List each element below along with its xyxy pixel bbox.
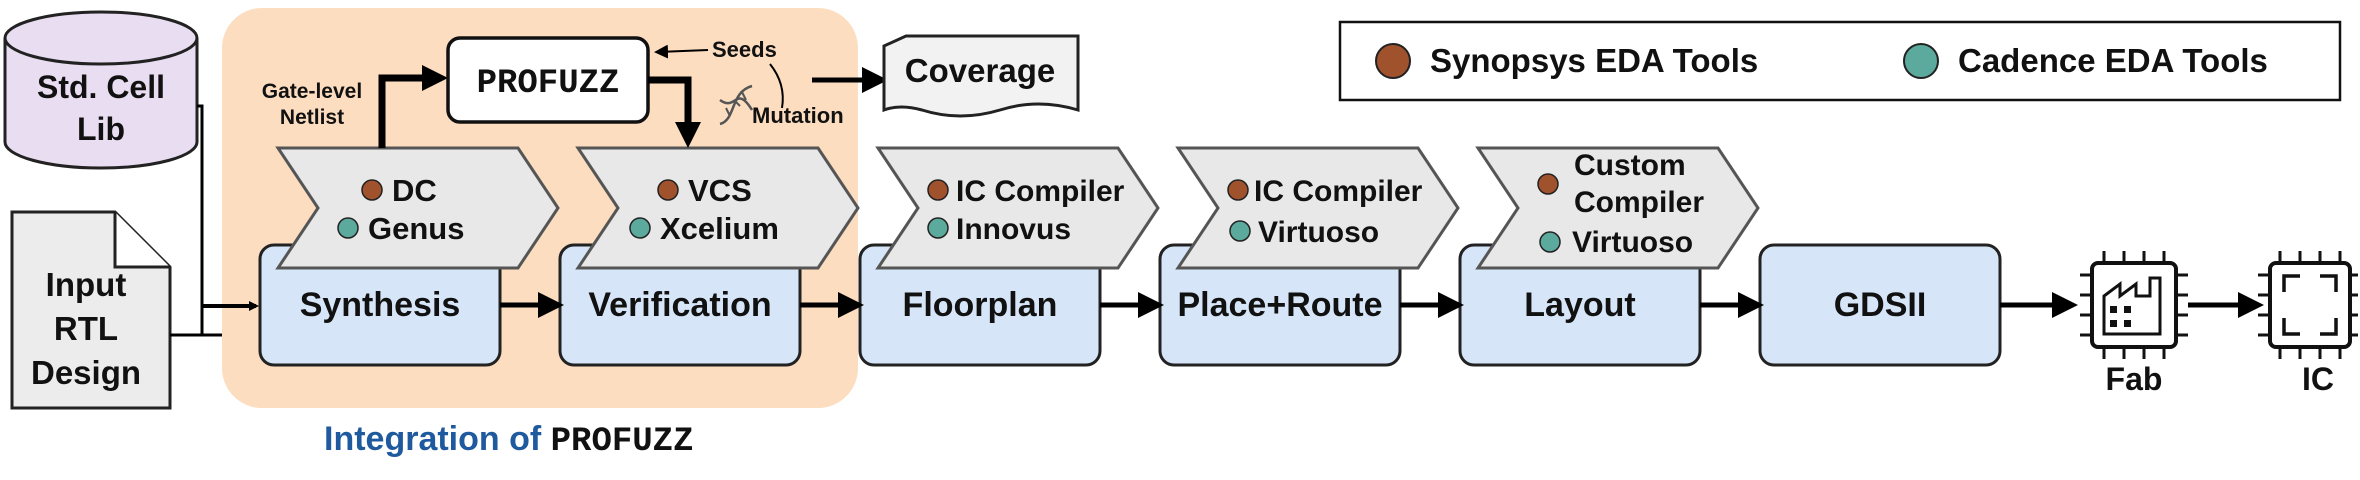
stage-gdsii: GDSII [1758, 243, 2002, 367]
mutation-label: Mutation [752, 103, 844, 128]
fab-icon [2080, 251, 2188, 359]
cadence-tool: Genus [368, 211, 464, 246]
coverage-document: Coverage [882, 34, 1080, 118]
stage-label: Place+Route [1177, 286, 1382, 324]
tool-chevron-verification: VCS Xcelium [575, 146, 860, 270]
tool-chevron-synthesis: DC Genus [275, 146, 560, 270]
ic-label: IC [2302, 361, 2334, 397]
synopsys-dot-icon [1227, 179, 1249, 201]
synopsys-dot-icon [927, 179, 949, 201]
verification-arrow [648, 76, 701, 148]
ic-chip-icon [2258, 251, 2358, 359]
profuzz-loop: Gate-level Netlist PROFUZZ Seeds Mutatio… [262, 34, 1080, 148]
std-cell-lib-line1: Std. Cell [37, 69, 165, 105]
cadence-tool: Xcelium [660, 211, 779, 246]
std-cell-lib-line2: Lib [77, 111, 125, 147]
cadence-dot-icon [1903, 43, 1939, 79]
mutation-connector [769, 63, 784, 109]
stage-label: GDSII [1834, 286, 1927, 324]
synopsys-tool: IC Compiler [1254, 175, 1423, 208]
stage-place-route: Place+Route [1158, 243, 1402, 367]
cadence-dot-icon [927, 217, 949, 239]
synopsys-tool: IC Compiler [956, 175, 1125, 208]
stage-label: Layout [1524, 286, 1635, 324]
cadence-dot-icon [1539, 231, 1561, 253]
tool-chevron-layout: Custom Compiler Virtuoso [1475, 146, 1760, 270]
stage-label: Synthesis [300, 286, 461, 324]
synopsys-dot-icon [1537, 173, 1559, 195]
gate-level-label-line2: Netlist [280, 106, 344, 129]
legend: Synopsys EDA Tools Cadence EDA Tools [1338, 20, 2342, 102]
integration-caption: Integration of PROFUZZ [324, 420, 693, 461]
rtl-line1: Input [46, 266, 127, 303]
synopsys-tool: VCS [688, 173, 752, 208]
cadence-dot-icon [629, 217, 651, 239]
legend-cadence-label: Cadence EDA Tools [1958, 42, 2268, 79]
stage-label: Verification [588, 286, 771, 324]
synopsys-tool-line1: Custom [1574, 149, 1686, 182]
rtl-line3: Design [31, 354, 141, 391]
cadence-tool: Virtuoso [1258, 216, 1379, 249]
lib-connector [197, 104, 222, 337]
synopsys-tool-line2: Compiler [1574, 186, 1704, 219]
cadence-tool: Innovus [956, 213, 1071, 246]
cadence-dot-icon [1229, 220, 1251, 242]
dna-icon [719, 84, 754, 126]
synopsys-dot-icon [361, 179, 383, 201]
tool-chevron-place-route: IC Compiler Virtuoso [1175, 146, 1460, 270]
coverage-label: Coverage [905, 52, 1055, 89]
std-cell-lib: Std. Cell Lib [3, 10, 199, 170]
profuzz-label: PROFUZZ [477, 65, 620, 103]
stage-layout: Layout [1458, 243, 1702, 367]
synopsys-tool: DC [392, 173, 437, 208]
legend-synopsys-label: Synopsys EDA Tools [1430, 42, 1758, 79]
cadence-tool: Virtuoso [1572, 226, 1693, 259]
rtl-line2: RTL [54, 310, 118, 347]
synopsys-dot-icon [1375, 43, 1411, 79]
seeds-label: Seeds [712, 37, 777, 62]
tool-chevron-floorplan: IC Compiler Innovus [875, 146, 1160, 270]
cadence-dot-icon [337, 217, 359, 239]
fab-label: Fab [2106, 361, 2163, 397]
input-rtl-design: Input RTL Design [10, 210, 172, 410]
synopsys-dot-icon [657, 179, 679, 201]
netlist-arrow [378, 65, 448, 148]
gate-level-label-line1: Gate-level [262, 80, 362, 103]
stage-label: Floorplan [903, 286, 1058, 324]
seeds-arrow [654, 44, 709, 59]
stage-synthesis: Synthesis [258, 243, 502, 367]
